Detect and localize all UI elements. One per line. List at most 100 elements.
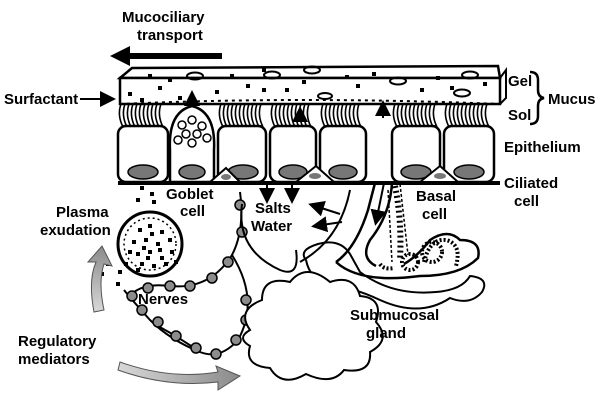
- cilium: [259, 104, 263, 127]
- plasma-particle: [132, 240, 136, 244]
- cilium: [279, 104, 283, 127]
- plasma-particle: [140, 262, 144, 266]
- cilium: [123, 104, 127, 127]
- plasma-label: Plasma: [56, 204, 109, 221]
- cilium: [303, 104, 307, 127]
- plasma-particle: [160, 256, 164, 260]
- cilium: [481, 104, 485, 127]
- cilium: [485, 104, 489, 127]
- plasma-particle: [136, 198, 140, 202]
- mediators-label: mediators: [18, 351, 90, 368]
- cilium: [477, 104, 481, 127]
- cilium: [307, 104, 311, 127]
- cilium: [449, 104, 453, 127]
- cilium: [457, 104, 461, 127]
- cilium: [461, 104, 465, 127]
- cilium: [291, 104, 295, 127]
- cilium: [287, 104, 291, 127]
- surfactant-label: Surfactant: [4, 91, 78, 108]
- cilium: [345, 104, 349, 127]
- plasma-particle: [152, 200, 156, 204]
- plasma-particle: [146, 256, 150, 260]
- epithelium-label: Epithelium: [504, 139, 581, 156]
- plasma-particle: [156, 242, 160, 246]
- mucus-label: Mucus: [548, 91, 596, 108]
- plasma-particle: [152, 264, 156, 268]
- cilium: [465, 104, 469, 127]
- cilium: [397, 104, 401, 127]
- cilium: [147, 104, 151, 127]
- cilium: [251, 104, 255, 127]
- cilium: [127, 104, 131, 127]
- plasma-vessel: [118, 212, 182, 276]
- gland-label: gland: [366, 325, 406, 342]
- cilium: [409, 104, 413, 127]
- cilium: [295, 104, 299, 127]
- cilium: [353, 104, 357, 127]
- cilium: [219, 104, 223, 127]
- plasma-particle: [160, 230, 164, 234]
- plasma-particle: [140, 186, 144, 190]
- nerve-node: [223, 257, 233, 267]
- plasma-particle: [174, 260, 178, 264]
- transport-label: transport: [137, 27, 203, 44]
- cilium: [151, 104, 155, 127]
- cilium: [341, 104, 345, 127]
- mucus-layer: [120, 66, 506, 104]
- cilium: [357, 104, 361, 127]
- cilium: [405, 104, 409, 127]
- nerve-node: [211, 349, 221, 359]
- cilium: [283, 104, 287, 127]
- plasma-particle: [148, 224, 152, 228]
- cilium: [247, 104, 251, 127]
- nerve-node: [165, 281, 175, 291]
- goblet-cell-label: cell: [180, 203, 205, 220]
- plasma-particle: [158, 248, 162, 252]
- cilium: [333, 104, 337, 127]
- cilium: [135, 104, 139, 127]
- plasma-particle: [144, 238, 148, 242]
- cilium: [231, 104, 235, 127]
- plasma-particle: [136, 268, 140, 272]
- cilium: [401, 104, 405, 127]
- cilium: [413, 104, 417, 127]
- cilium: [119, 104, 123, 127]
- plasma-particle: [138, 228, 142, 232]
- cilium: [239, 104, 243, 127]
- gel-label: Gel: [508, 73, 532, 90]
- plasma-particle: [148, 250, 152, 254]
- nerve-node: [241, 295, 251, 305]
- plasma-particle: [118, 270, 122, 274]
- nerve-node: [171, 331, 181, 341]
- plasma-particle: [136, 252, 140, 256]
- water-label: Water: [251, 218, 292, 235]
- salts-label: Salts: [255, 200, 291, 217]
- plasma-particle: [150, 232, 154, 236]
- plasma-particle: [116, 282, 120, 286]
- epithelium-cells: [118, 106, 500, 183]
- nerve-node: [207, 273, 217, 283]
- cilium: [393, 104, 397, 127]
- nerve-node: [191, 343, 201, 353]
- cilium: [227, 104, 231, 127]
- goblet-label: Goblet: [166, 186, 214, 203]
- cilium: [155, 104, 159, 127]
- nerves-label: Nerves: [138, 291, 188, 308]
- cilium: [223, 104, 227, 127]
- mucociliary-transport-arrow: [110, 46, 222, 66]
- cilium: [445, 104, 449, 127]
- cilium: [159, 104, 163, 127]
- plasma-particle: [164, 262, 168, 266]
- cilium: [321, 104, 325, 127]
- plasma-particle: [128, 250, 132, 254]
- basal-label: Basal: [416, 188, 456, 205]
- cilium: [425, 104, 429, 127]
- submucosal-label: Submucosal: [350, 307, 439, 324]
- cilium: [139, 104, 143, 127]
- nerve-node: [231, 335, 241, 345]
- cilium: [453, 104, 457, 127]
- plasma-particle: [150, 192, 154, 196]
- cilium: [143, 104, 147, 127]
- cilium: [469, 104, 473, 127]
